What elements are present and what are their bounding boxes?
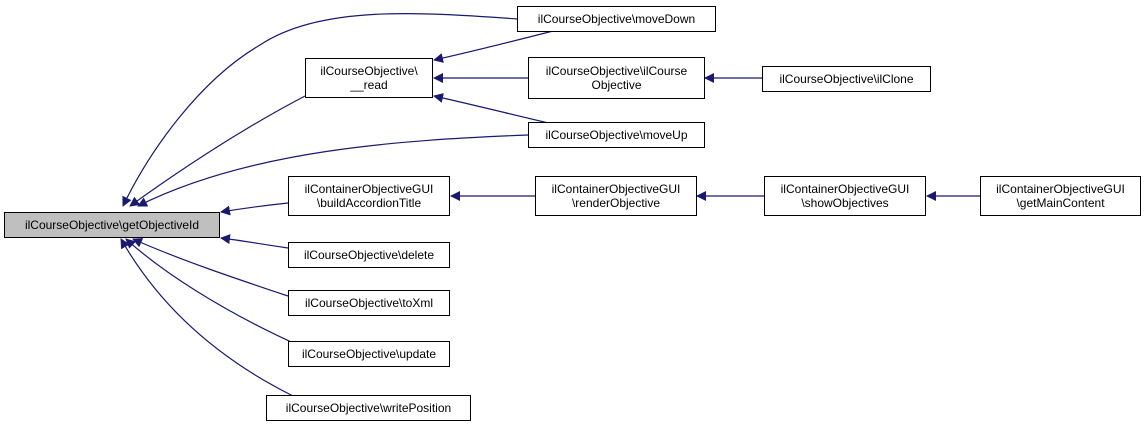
node-getMainContent[interactable]: ilContainerObjectiveGUI \getMainContent: [980, 176, 1141, 216]
edge-read-to-root: [129, 95, 306, 207]
node-delete[interactable]: ilCourseObjective\delete: [288, 242, 450, 268]
node-ilCourseObjective[interactable]: ilCourseObjective\ilCourse Objective: [528, 57, 705, 99]
edge-delete-to-root: [220, 234, 289, 249]
node-label: ilContainerObjectiveGUI: [551, 182, 681, 196]
edge-writePosition-to-root: [120, 238, 296, 398]
edge-moveDown-to-root: [122, 13, 519, 207]
node-label: ilCourseObjective\toXml: [304, 296, 434, 310]
node-label: ilContainerObjectiveGUI: [996, 182, 1125, 196]
node-writePosition[interactable]: ilCourseObjective\writePosition: [266, 395, 471, 421]
node-label: __read: [350, 78, 388, 92]
node-label: ilCourseObjective\moveUp: [545, 128, 688, 142]
node-update[interactable]: ilCourseObjective\update: [288, 341, 450, 367]
node-label: ilCourseObjective\ilCourse: [545, 64, 688, 78]
node-buildAccordionTitle[interactable]: ilContainerObjectiveGUI \buildAccordionT…: [288, 176, 450, 216]
node-label: \getMainContent: [1016, 196, 1105, 210]
node-label: ilCourseObjective\getObjectiveId: [24, 218, 200, 232]
edge-toXml-to-root: [132, 238, 289, 297]
edge-moveUp-to-read: [433, 93, 558, 126]
node-label: \showObjectives: [801, 196, 889, 210]
edge-moveDown-to-read: [433, 29, 558, 63]
node-label: ilCourseObjective\writePosition: [285, 401, 452, 415]
node-label: ilContainerObjectiveGUI: [304, 182, 434, 196]
node-label: \renderObjective: [571, 196, 661, 210]
node-label: ilCourseObjective\ilClone: [779, 72, 914, 86]
node-label: ilCourseObjective\delete: [303, 248, 435, 262]
node-label: \buildAccordionTitle: [316, 196, 422, 210]
node-moveUp[interactable]: ilCourseObjective\moveUp: [528, 122, 705, 148]
node-renderObjective[interactable]: ilContainerObjectiveGUI \renderObjective: [535, 176, 697, 216]
node-label: Objective: [591, 78, 642, 92]
node-getObjectiveId: ilCourseObjective\getObjectiveId: [4, 212, 220, 238]
edge-update-to-root: [125, 238, 301, 347]
node-showObjectives[interactable]: ilContainerObjectiveGUI \showObjectives: [764, 176, 926, 216]
node-label: ilCourseObjective\moveDown: [537, 12, 696, 26]
edge-buildAccordionTitle-to-root: [220, 202, 289, 216]
node-ilClone[interactable]: ilCourseObjective\ilClone: [762, 66, 931, 92]
node-moveDown[interactable]: ilCourseObjective\moveDown: [517, 6, 716, 32]
node-read[interactable]: ilCourseObjective\ __read: [305, 58, 433, 98]
node-label: ilContainerObjectiveGUI: [780, 182, 910, 196]
node-label: ilCourseObjective\update: [301, 347, 437, 361]
edge-moveUp-to-root: [137, 134, 529, 207]
node-label: ilCourseObjective\: [320, 64, 418, 78]
node-toXml[interactable]: ilCourseObjective\toXml: [288, 290, 450, 316]
